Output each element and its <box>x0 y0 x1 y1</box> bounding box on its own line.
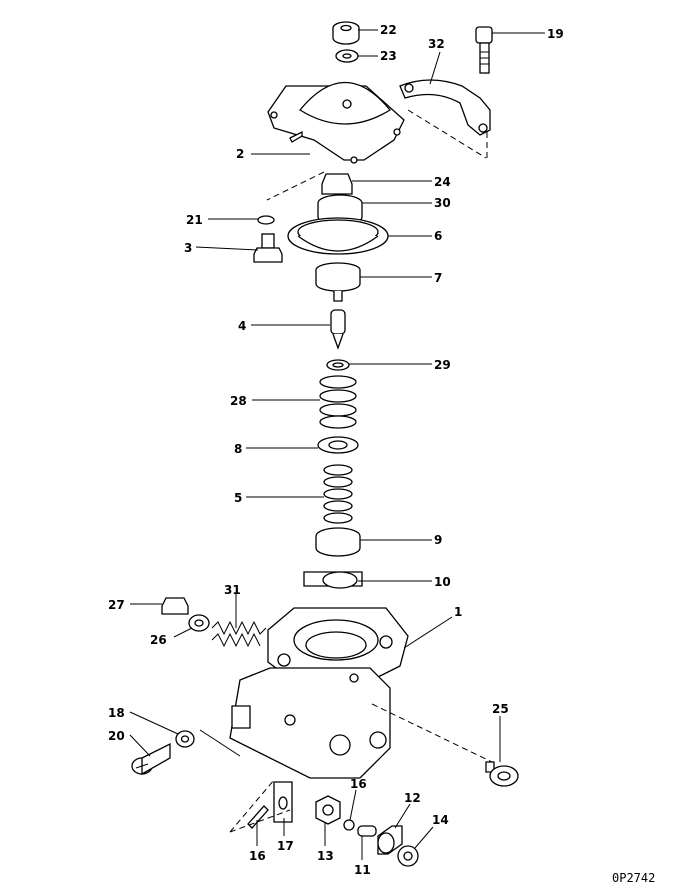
callout-9: 9 <box>434 533 442 547</box>
callout-29: 29 <box>434 358 451 372</box>
callout-30: 30 <box>434 196 451 210</box>
part-12-knob <box>377 825 403 855</box>
part-4-pin <box>330 309 346 350</box>
part-2-cover <box>267 81 405 164</box>
callout-6: 6 <box>434 229 442 243</box>
part-6-diaphragm <box>287 217 389 255</box>
part-16-pin <box>247 805 269 829</box>
callout-11: 11 <box>354 863 371 877</box>
part-7-piston <box>315 262 361 302</box>
callout-1: 1 <box>454 605 462 619</box>
callout-26: 26 <box>150 633 167 647</box>
part-17-bracket <box>273 781 293 823</box>
part-19-bolt <box>475 26 493 74</box>
callout-12: 12 <box>404 791 421 805</box>
callout-22: 22 <box>380 23 397 37</box>
callout-7: 7 <box>434 271 442 285</box>
callout-4: 4 <box>238 319 246 333</box>
callout-31: 31 <box>224 583 241 597</box>
part-31-spring <box>211 620 267 648</box>
part-13-nut <box>315 795 341 825</box>
part-24-nut <box>321 173 353 195</box>
callout-23: 23 <box>380 49 397 63</box>
part-3-fitting <box>253 233 283 263</box>
callout-5: 5 <box>234 491 242 505</box>
diagram-code: 0P2742 <box>612 871 655 885</box>
part-1-body <box>229 607 409 779</box>
part-27-plug <box>161 597 189 615</box>
part-9-seat <box>315 527 361 557</box>
callout-8: 8 <box>234 442 242 456</box>
callout-18: 18 <box>108 706 125 720</box>
leader-lines <box>129 29 545 860</box>
callout-2: 2 <box>236 147 244 161</box>
part-5-spring <box>323 464 353 524</box>
part-21-o-ring <box>257 215 275 225</box>
part-20-screw <box>131 742 171 776</box>
part-10-plate <box>303 571 363 589</box>
callout-20: 20 <box>108 729 125 743</box>
part-18-washer <box>175 730 195 748</box>
callout-10: 10 <box>434 575 451 589</box>
part-25-screw <box>485 761 519 787</box>
callout-32: 32 <box>428 37 445 51</box>
part-16-ring <box>343 819 355 831</box>
part-11-pin <box>357 825 377 837</box>
part-32-bracket <box>399 79 491 136</box>
callout-labels: 22 23 19 32 2 24 30 21 6 3 7 4 29 28 8 5… <box>108 23 564 877</box>
callout-14: 14 <box>432 813 449 827</box>
callout-28: 28 <box>230 394 247 408</box>
callout-21: 21 <box>186 213 203 227</box>
callout-16-lower: 16 <box>249 849 266 863</box>
part-8-seat <box>317 436 359 454</box>
callout-16-upper: 16 <box>350 777 367 791</box>
callout-19: 19 <box>547 27 564 41</box>
part-26-washer <box>188 614 210 632</box>
part-14-washer <box>397 845 419 867</box>
callout-25: 25 <box>492 702 509 716</box>
callout-13: 13 <box>317 849 334 863</box>
part-23-washer <box>335 49 359 63</box>
callout-17: 17 <box>277 839 294 853</box>
callout-24: 24 <box>434 175 451 189</box>
part-29-ring <box>326 359 350 371</box>
callout-27: 27 <box>108 598 125 612</box>
part-28-spring <box>319 375 357 429</box>
callout-3: 3 <box>184 241 192 255</box>
part-22-nut <box>332 21 360 45</box>
